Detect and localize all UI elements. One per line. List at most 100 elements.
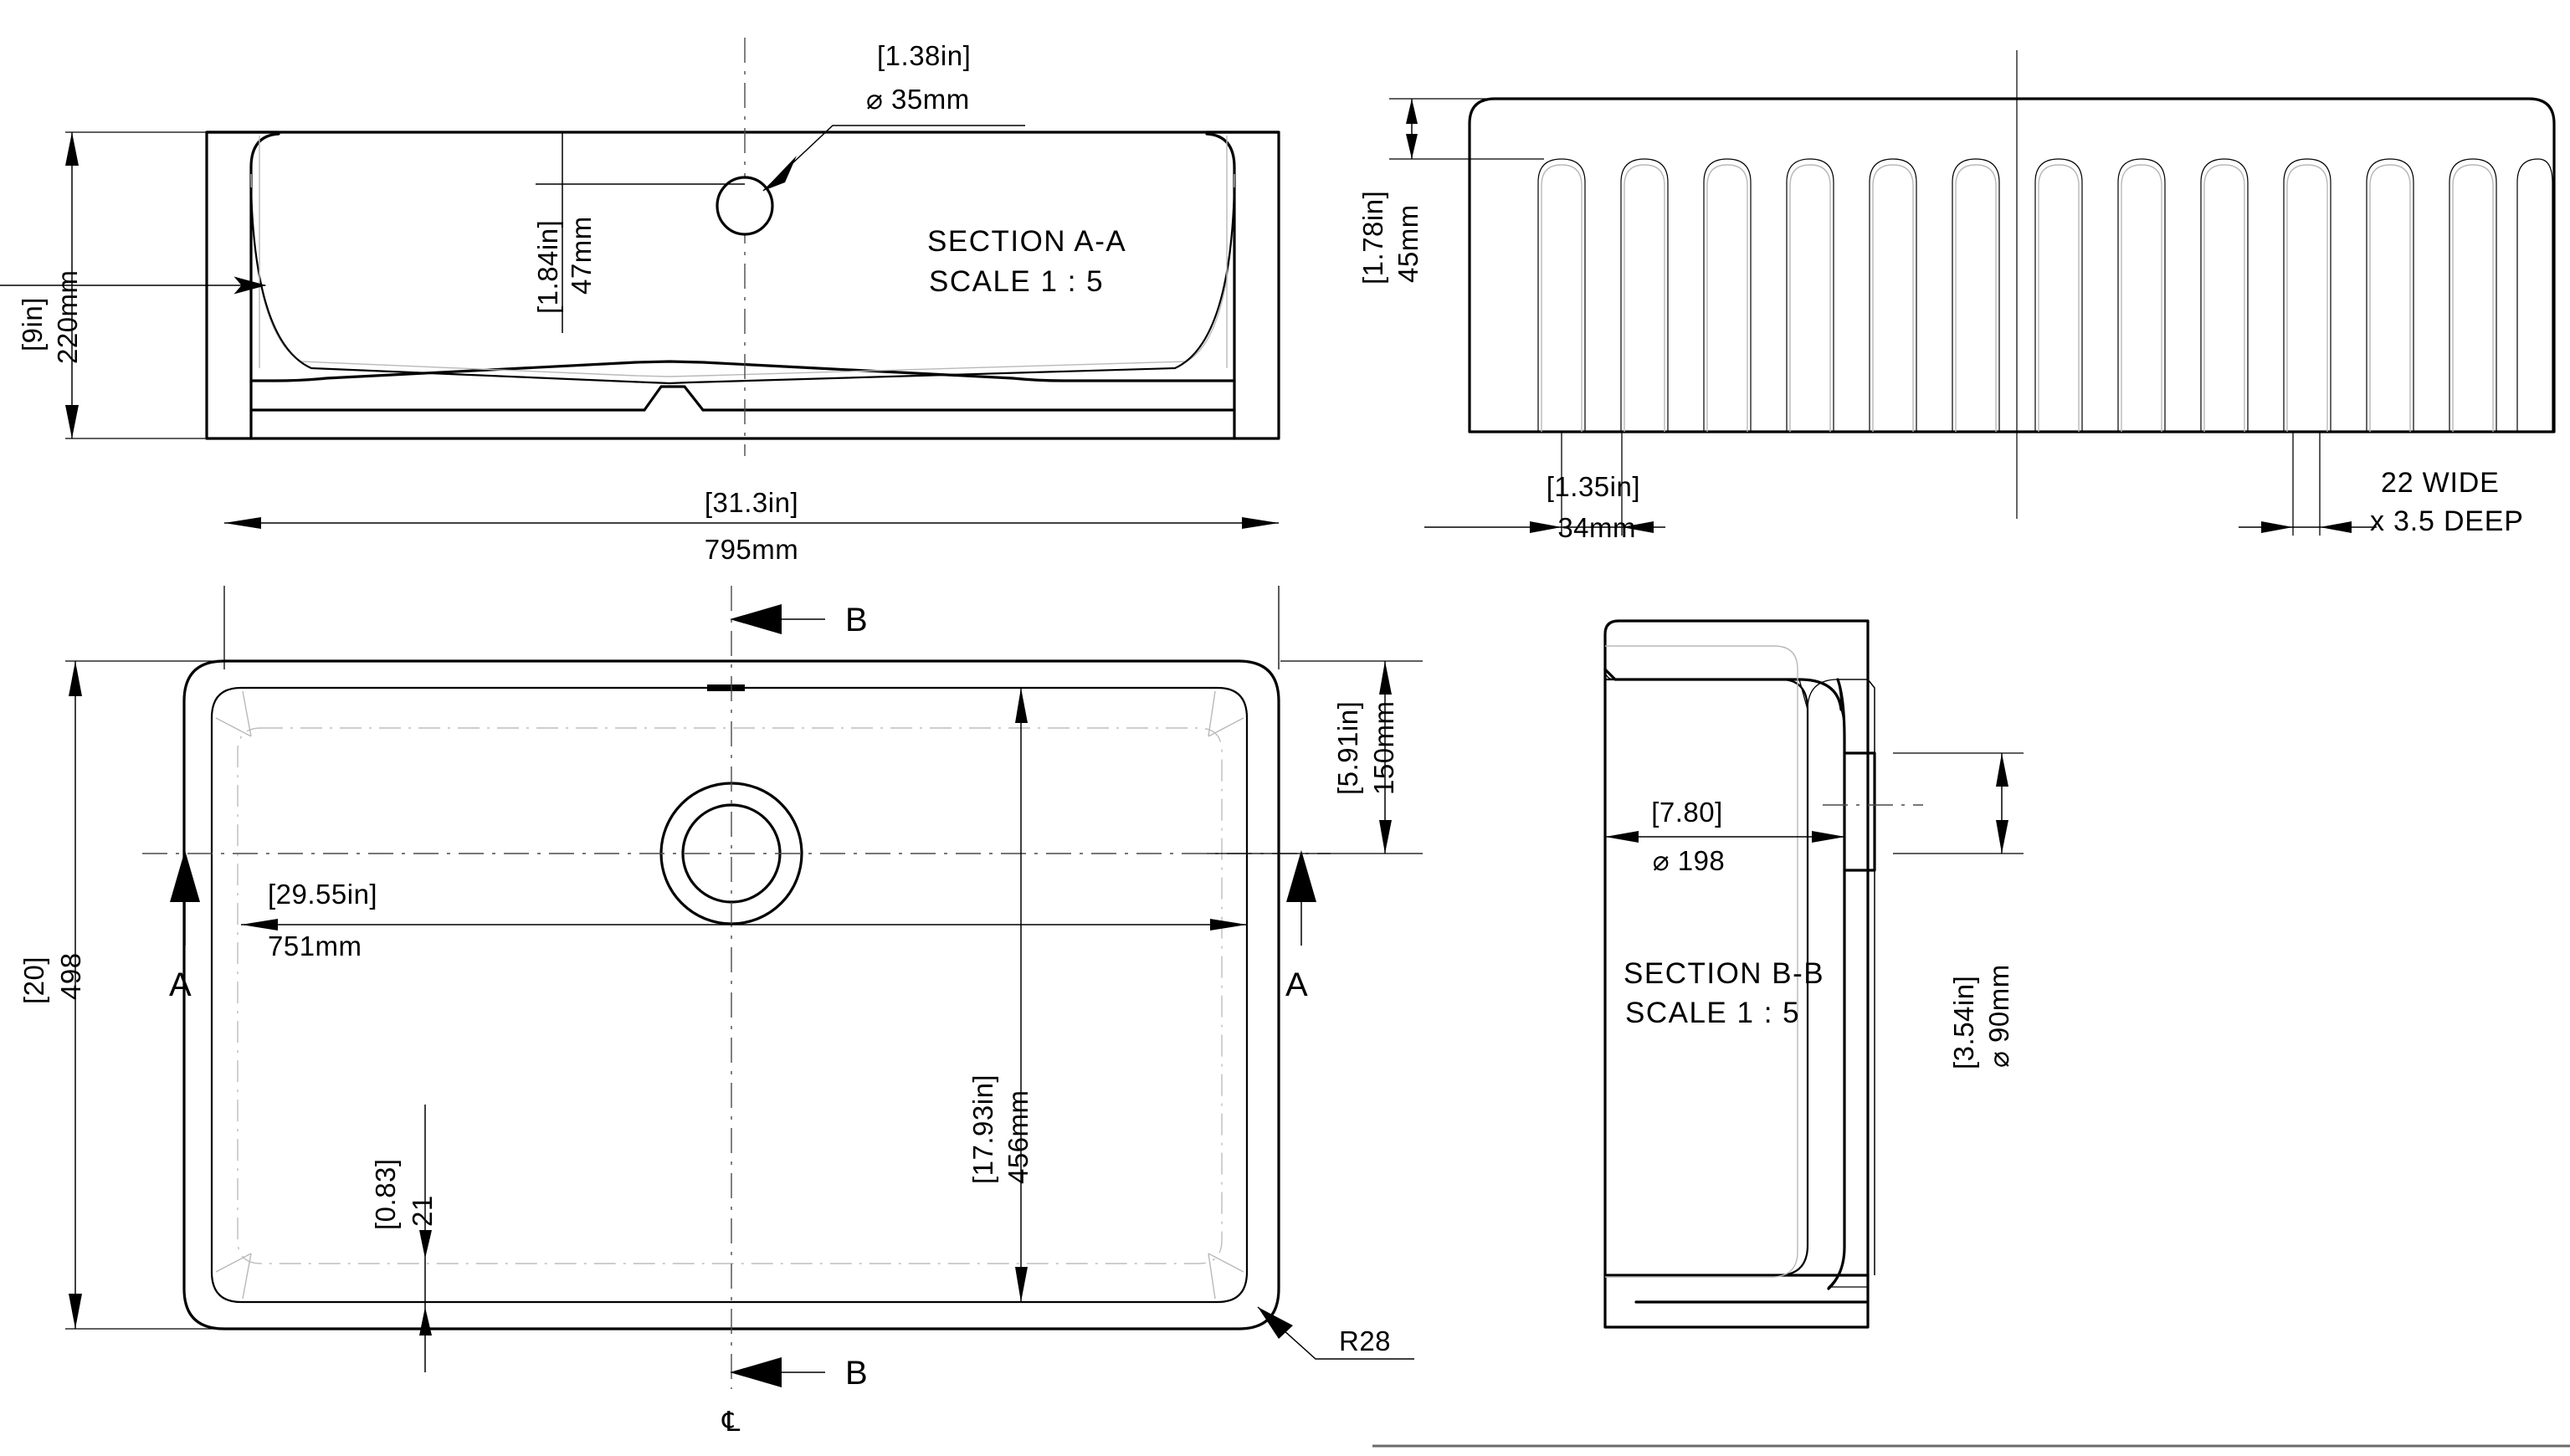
section-b-b-arrow bbox=[730, 1357, 782, 1387]
bd-mm: 456mm bbox=[1003, 1089, 1034, 1184]
section-aa-title-block: SECTION A-A SCALE 1 : 5 bbox=[927, 225, 1126, 298]
od-arrow-b bbox=[69, 1294, 82, 1329]
bb-drain-dia-dim: [3.54in] ⌀ 90mm bbox=[1893, 752, 2024, 1069]
bbd-in: [3.54in] bbox=[1948, 976, 1979, 1069]
tap-hole-dia-mm: ⌀ 35mm bbox=[866, 84, 970, 115]
pitch-in: [1.35in] bbox=[1547, 471, 1640, 502]
flute bbox=[2117, 158, 2166, 432]
bbw-in: [7.80] bbox=[1651, 797, 1723, 828]
section-b-indicator-bottom: B bbox=[730, 1355, 868, 1392]
tap-hole-circle bbox=[716, 176, 774, 236]
section-b-b-label: B bbox=[845, 1355, 868, 1392]
section-b-t-label: B bbox=[845, 602, 868, 638]
section-aa-scale: SCALE 1 : 5 bbox=[929, 265, 1104, 298]
bb-top-wall-line bbox=[1603, 668, 1843, 711]
rw-mm: 21 bbox=[407, 1195, 438, 1227]
section-b-t-arrow bbox=[730, 604, 782, 634]
section-a-l-arrow bbox=[170, 850, 200, 902]
plan-overall-width-dim: [31.3in] 795mm bbox=[223, 487, 1280, 669]
plan-overall-depth-dim: [20] 498 bbox=[18, 660, 216, 1330]
bd-arrow-t bbox=[1015, 688, 1028, 723]
flute-pitch-dim: [1.35in] 34mm bbox=[1424, 432, 1665, 543]
section-bb-title-block: SECTION B-B SCALE 1 : 5 bbox=[1624, 957, 1824, 1029]
plan-corner-tapers bbox=[215, 690, 1244, 1300]
view-section-bb: [7.80] ⌀ 198 [3.54in] ⌀ 90mm SECTION B-B… bbox=[1603, 619, 2024, 1329]
plan-bowl-depth-dim: [17.93in] 456mm bbox=[967, 688, 1034, 1302]
od-in: [20] bbox=[18, 956, 49, 1004]
bd-arrow-b bbox=[1015, 1267, 1028, 1302]
bbd-arrow-b bbox=[1996, 820, 2008, 854]
rw-arrow-b bbox=[419, 1307, 432, 1336]
centerline-symbol: ℄ bbox=[721, 1406, 741, 1437]
flute bbox=[2283, 158, 2331, 432]
rw-in: [0.83] bbox=[370, 1158, 401, 1230]
apron-band-dim: [1.78in] 45mm bbox=[1357, 98, 1544, 285]
view-front-elevation: [1.78in] 45mm [1.35in] 34mm 22 WIDE x 3.… bbox=[1357, 50, 2556, 543]
section-a-indicator-right: A bbox=[1285, 850, 1316, 1003]
bw-in: [29.55in] bbox=[268, 879, 377, 910]
bb-outlet-upper bbox=[1867, 679, 1875, 753]
view-section-aa: [1.38in] ⌀ 35mm [1.84in] 47mm [9in] 220m… bbox=[0, 38, 1280, 456]
aa-right-wall-outline bbox=[1205, 131, 1280, 440]
tap-hole-depth-dim: [1.84in] 47mm bbox=[532, 132, 597, 333]
ow-mm: 795mm bbox=[705, 534, 799, 565]
aa-base-top-profile bbox=[249, 360, 1236, 382]
apron-flutes bbox=[1537, 158, 2553, 432]
bw-mm: 751mm bbox=[268, 931, 362, 961]
tap-depth-in: [1.84in] bbox=[532, 220, 563, 314]
aa-height-dim: [9in] 220mm bbox=[0, 131, 267, 439]
plan-corner-radius-note: R28 bbox=[1257, 1306, 1414, 1360]
aa-height-in: [9in] bbox=[17, 297, 48, 351]
bb-top-wall-hatch bbox=[1604, 620, 1869, 710]
ow-arrow-r bbox=[1242, 517, 1279, 529]
aa-height-mm: 220mm bbox=[52, 269, 83, 364]
r28-label: R28 bbox=[1339, 1325, 1391, 1356]
r28-leader-arrow bbox=[1258, 1307, 1293, 1339]
bb-inner-width-dim: [7.80] ⌀ 198 bbox=[1605, 797, 1845, 876]
flute bbox=[2516, 158, 2553, 432]
flute bbox=[2366, 158, 2414, 432]
ow-in: [31.3in] bbox=[705, 487, 798, 518]
bbd-mm: ⌀ 90mm bbox=[1983, 964, 2014, 1068]
tap-hole-dia-label: [1.38in] ⌀ 35mm bbox=[866, 40, 971, 115]
note-arrow-r bbox=[2320, 521, 2352, 533]
pitch-mm: 34mm bbox=[1557, 512, 1636, 543]
section-a-r-arrow bbox=[1286, 850, 1316, 902]
flute bbox=[1952, 158, 2000, 432]
section-bb-title: SECTION B-B bbox=[1624, 957, 1824, 990]
band-mm: 45mm bbox=[1393, 204, 1424, 283]
bbw-mm: ⌀ 198 bbox=[1653, 845, 1726, 876]
do-arrow-t bbox=[1379, 661, 1392, 695]
apron-outline bbox=[1468, 97, 2556, 433]
plan-drain-offset-dim: [5.91in] 150mm bbox=[1207, 660, 1423, 854]
flute bbox=[2200, 158, 2249, 432]
tap-hole-dia-in: [1.38in] bbox=[877, 40, 971, 71]
tap-hole-leader-arrow bbox=[763, 156, 797, 191]
plan-outer-body bbox=[182, 659, 1280, 1330]
plan-rim-width-dim: [0.83] 21 bbox=[370, 1105, 438, 1372]
flute bbox=[1620, 158, 1669, 432]
band-arrow-top bbox=[1406, 99, 1418, 124]
bbd-arrow-t bbox=[1996, 753, 2008, 787]
plan-bowl-floor bbox=[237, 727, 1223, 1264]
flute-size-note: 22 WIDE x 3.5 DEEP bbox=[2239, 432, 2523, 537]
note-arrow-l bbox=[2261, 521, 2293, 533]
section-a-r-label: A bbox=[1285, 966, 1308, 1003]
plan-overflow-slot bbox=[707, 684, 745, 691]
rw-arrow-t bbox=[419, 1230, 432, 1259]
bbw-arrow-l bbox=[1605, 831, 1639, 843]
flute bbox=[2034, 158, 2083, 432]
ow-arrow-l bbox=[224, 517, 261, 529]
plan-bowl-width-dim: [29.55in] 751mm bbox=[241, 879, 1247, 961]
pitch-arrow-r bbox=[1622, 521, 1654, 533]
do-mm: 150mm bbox=[1368, 700, 1399, 795]
band-in: [1.78in] bbox=[1357, 191, 1388, 285]
bw-arrow-l bbox=[241, 919, 278, 931]
bw-arrow-r bbox=[1210, 919, 1247, 931]
flute bbox=[2449, 158, 2497, 432]
band-arrow-bot bbox=[1406, 134, 1418, 159]
flute bbox=[1703, 158, 1752, 432]
bb-bowl-phantom bbox=[1605, 645, 1798, 1278]
